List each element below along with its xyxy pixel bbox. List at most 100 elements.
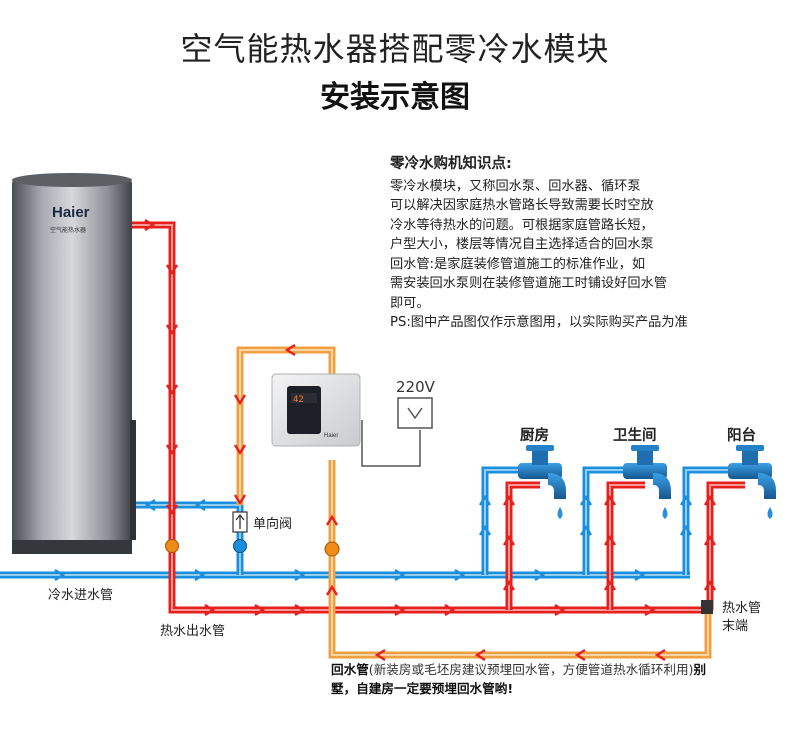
info-line: 即可。 (390, 295, 430, 311)
return-valve-icon (324, 541, 340, 557)
info-heading: 零冷水购机知识点: (390, 156, 512, 172)
info-line: 需安装回水泵则在装修管道施工时铺设好回水管 (390, 276, 667, 291)
flow-arrow (474, 648, 486, 662)
info-line: 零冷水模块，又称回水泵、回水器、循环泵 (390, 178, 641, 194)
flow-arrow (394, 568, 406, 582)
flow-arrow (284, 343, 296, 357)
room-balcony-label: 阳台 (727, 428, 756, 444)
heater-brand-logo: Haier (52, 204, 90, 221)
cold-branch-bath-highlight (585, 469, 625, 575)
flow-arrow (444, 603, 456, 617)
flow-arrow (294, 603, 306, 617)
flow-arrow (454, 568, 466, 582)
flow-arrow (165, 384, 179, 396)
kitchen-tap-icon (518, 445, 566, 519)
flow-arrow (502, 494, 516, 506)
note-text: (新装房或毛坯房建议预埋回水管，方便管道热水循环利用) (368, 662, 694, 677)
flow-arrow (703, 534, 717, 546)
return-pipe-note: 回水管(新装房或毛坯房建议预埋回水管，方便管道热水循环利用)别墅，自建房一定要预… (331, 660, 731, 698)
flow-arrow (165, 504, 179, 516)
flow-arrow (478, 494, 492, 506)
hot-outlet-label: 热水出水管 (160, 624, 226, 639)
flow-arrow (502, 534, 516, 546)
flow-arrow (144, 498, 156, 512)
room-bathroom-label: 卫生间 (613, 428, 657, 444)
heater-model-text: 空气能热水器 (50, 226, 86, 234)
page-title: 空气能热水器搭配零冷水模块 (180, 30, 610, 68)
flow-arrow (478, 524, 492, 536)
flow-arrow (394, 603, 406, 617)
cold-valve-icon (233, 539, 247, 553)
module-brand: Haier (324, 433, 338, 439)
cold-inlet-label: 冷水进水管 (48, 588, 114, 603)
flow-arrow (194, 498, 206, 512)
hot-pipe-end-label-2: 末端 (722, 619, 749, 634)
flow-arrow (634, 568, 646, 582)
module-display: 42 (293, 395, 304, 405)
hot-branch-bath-highlight (609, 484, 645, 610)
flow-arrow (374, 648, 386, 662)
flow-arrow (603, 494, 617, 506)
flow-arrow (233, 494, 247, 506)
flow-arrow (534, 568, 546, 582)
return-bottom-pipe-highlight (331, 460, 709, 656)
flow-arrow (579, 524, 593, 536)
flow-arrow (679, 494, 693, 506)
return-pump-module (271, 373, 361, 447)
flow-arrow (165, 324, 179, 336)
cold-branch-kitchen-highlight (484, 469, 520, 575)
flow-arrow (325, 584, 339, 596)
flow-arrow (204, 603, 216, 617)
power-socket (397, 397, 433, 429)
info-line: 回水管:是家庭装修管道施工的标准作业，如 (390, 256, 646, 272)
cold-to-tank-pipe (132, 501, 244, 575)
cold-branch-balcony-highlight (685, 469, 730, 575)
flow-arrow (144, 218, 156, 232)
flow-arrow (654, 648, 666, 662)
room-kitchen-label: 厨房 (520, 428, 549, 444)
flow-arrow (254, 603, 266, 617)
flow-arrow (54, 568, 66, 582)
flow-arrow (325, 514, 339, 526)
power-cable (361, 420, 421, 467)
bathroom-tap-icon (623, 445, 671, 519)
check-valve-icon (232, 511, 248, 533)
info-line: 可以解决因家庭热水管路长导致需要长时空放 (390, 198, 654, 213)
flow-arrow (194, 568, 206, 582)
flow-arrow (679, 524, 693, 536)
voltage-label: 220V (396, 378, 435, 396)
flow-arrow (644, 603, 656, 617)
info-panel: 零冷水购机知识点: 零冷水模块，又称回水泵、回水器、循环泵 可以解决因家庭热水管… (390, 155, 770, 333)
info-line: 户型大小，楼层等情况自主选择适合的回水泵 (390, 237, 654, 252)
flow-arrow (233, 444, 247, 456)
flow-arrow (502, 579, 516, 591)
flow-arrow (165, 444, 179, 456)
hot-branch-kitchen-highlight (508, 484, 540, 610)
hot-branch-balcony-highlight (709, 484, 745, 610)
flow-arrow (703, 494, 717, 506)
flow-arrow (603, 579, 617, 591)
flow-arrow (579, 494, 593, 506)
return-bottom-pipe (328, 460, 712, 659)
check-valve-label: 单向阀 (253, 517, 293, 532)
note-bold-2: 别墅，自建房一定要预埋回水管哟! (331, 662, 707, 696)
flow-arrow (554, 603, 566, 617)
info-line: PS:图中产品图仅作示意图用，以实际购买产品为准 (390, 315, 688, 330)
cold-to-tank-pipe-highlight (132, 504, 241, 575)
hot-water-pipes (132, 221, 745, 614)
flow-arrow (294, 568, 306, 582)
hot-pipe-end-label: 热水管 (722, 601, 762, 616)
note-bold: 回水管 (331, 662, 369, 677)
water-heater-tank (12, 173, 136, 554)
page-subtitle: 安装示意图 (320, 80, 470, 115)
info-line: 冷水等待热水的问题。可根据家庭管路长短， (390, 217, 654, 233)
flow-arrow (574, 648, 586, 662)
flow-arrow (703, 579, 717, 591)
flow-arrow (165, 264, 179, 276)
flow-arrow (233, 394, 247, 406)
flow-arrow (603, 534, 617, 546)
hot-pipe-end-cap (701, 600, 713, 614)
hot-valve-icon (165, 539, 179, 553)
balcony-tap-icon (728, 445, 776, 519)
